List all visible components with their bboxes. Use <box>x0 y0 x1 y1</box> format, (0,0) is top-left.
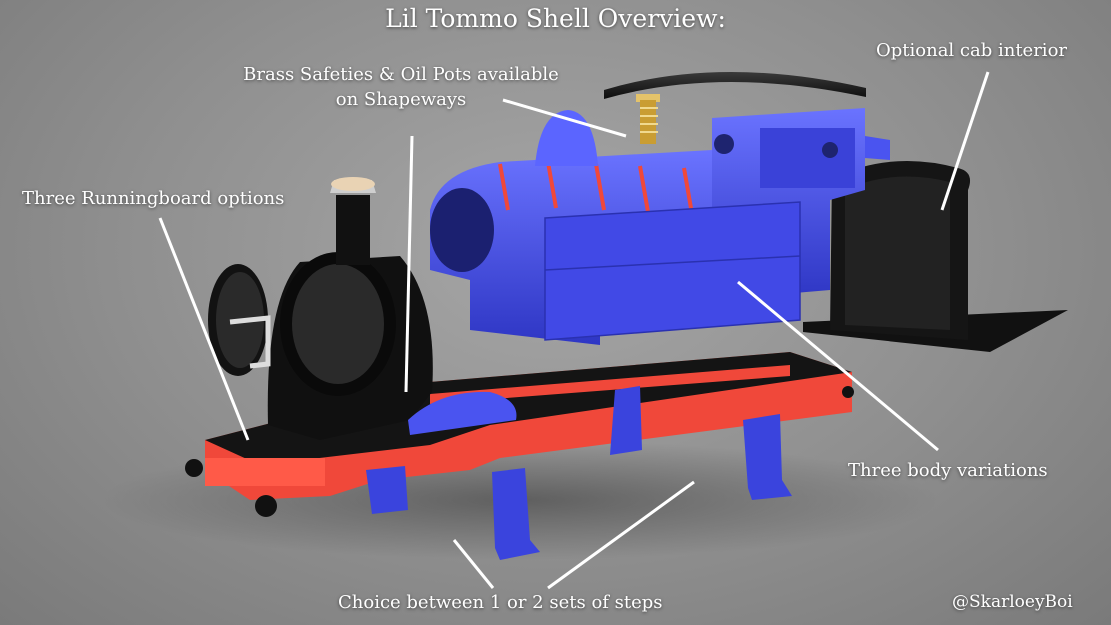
brass-safety-valves <box>636 94 660 144</box>
page-title: Lil Tommo Shell Overview: <box>385 4 726 33</box>
saddle-piece <box>408 391 517 435</box>
brass-safeties-label: Brass Safeties & Oil Pots available on S… <box>226 62 576 112</box>
body-variations-label: Three body variations <box>848 460 1048 481</box>
steps <box>366 386 792 560</box>
smokebox-assembly <box>208 177 433 440</box>
brass-safeties-label-line1: Brass Safeties & Oil Pots available <box>243 64 559 85</box>
cab-roof <box>604 71 866 99</box>
brass-safeties-label-line2: on Shapeways <box>335 89 467 110</box>
steps-label: Choice between 1 or 2 sets of steps <box>338 592 663 613</box>
runningboard-label: Three Runningboard options <box>22 188 285 209</box>
cab-interior-label: Optional cab interior <box>876 40 1068 61</box>
credit-label: @SkarloeyBoi <box>952 592 1073 612</box>
annotation-lines <box>158 71 990 590</box>
body-shell <box>430 108 890 345</box>
frame-runningboard <box>185 352 854 517</box>
cab-interior <box>803 160 1068 352</box>
